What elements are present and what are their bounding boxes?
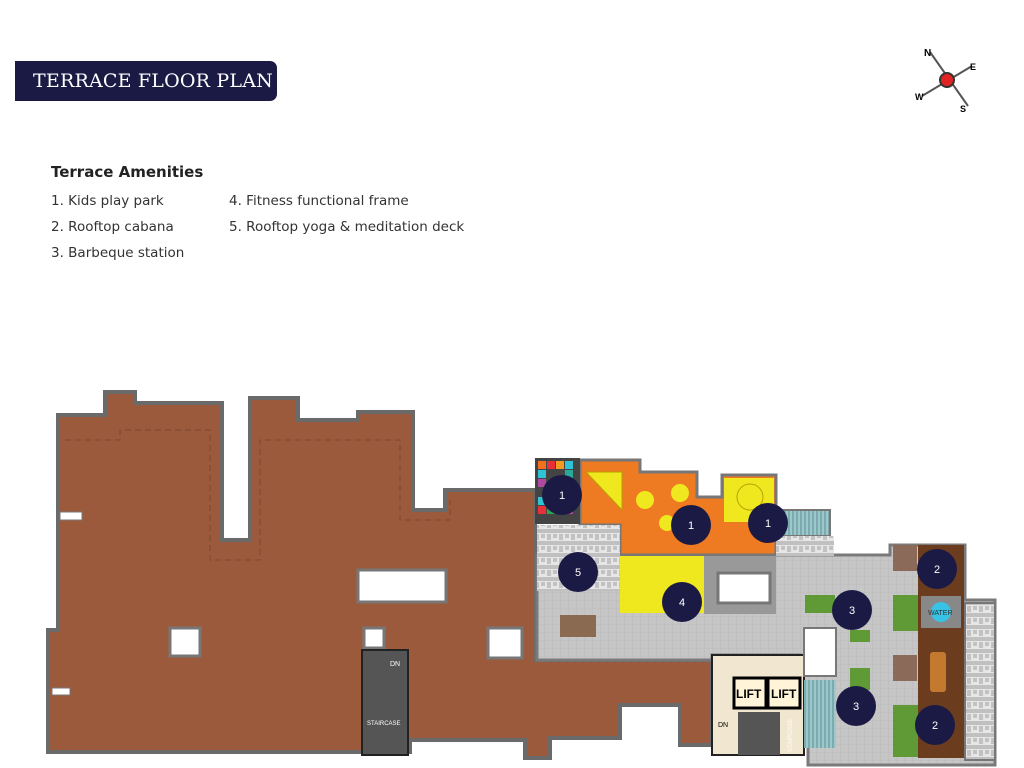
compass-west: W (915, 92, 924, 102)
marker-circle (542, 475, 582, 515)
marker-circle (836, 686, 876, 726)
marker-number: 1 (688, 520, 694, 532)
marker-number: 2 (932, 720, 938, 732)
marker-circle (662, 582, 702, 622)
amenity-marker-1: 1 (542, 475, 582, 515)
marker-number: 1 (765, 518, 771, 530)
marker-number: 1 (559, 490, 565, 502)
amenity-item: 3. Barbeque station (51, 245, 185, 261)
compass-north: N (924, 48, 931, 59)
compass-icon: N E S W (915, 48, 976, 114)
marker-circle (748, 503, 788, 543)
amenity-item: 5. Rooftop yoga & meditation deck (229, 219, 465, 235)
amenity-marker-2: 2 (915, 705, 955, 745)
marker-circle (558, 552, 598, 592)
amenity-marker-2: 2 (917, 549, 957, 589)
amenity-marker-4: 4 (662, 582, 702, 622)
lift-label: LIFT (771, 687, 797, 701)
amenity-item: 4. Fitness functional frame (229, 193, 409, 209)
amenity-marker-3: 3 (832, 590, 872, 630)
marker-number: 4 (679, 597, 685, 609)
marker-circle (915, 705, 955, 745)
amenity-marker-1: 1 (671, 505, 711, 545)
marker-circle (832, 590, 872, 630)
staircase-label: STAIRCASE (367, 721, 401, 727)
marker-number: 3 (849, 605, 855, 617)
dn-label: DN (390, 661, 400, 668)
marker-circle (917, 549, 957, 589)
dn-label: DN (718, 722, 728, 729)
page-title: TERRACE FLOOR PLAN (15, 61, 277, 101)
marker-number: 5 (575, 567, 581, 579)
water-label: WATER (928, 610, 953, 617)
marker-circle (671, 505, 711, 545)
amenity-marker-3: 3 (836, 686, 876, 726)
marker-number: 2 (934, 564, 940, 576)
amenity-item: 1. Kids play park (51, 193, 164, 209)
lift-label: LIFT (736, 687, 762, 701)
amenity-marker-5: 5 (558, 552, 598, 592)
amenity-item: 2. Rooftop cabana (51, 219, 174, 235)
amenities-heading: Terrace Amenities (51, 163, 204, 181)
staircase-label: STAIRCASE (788, 718, 794, 752)
compass-south: S (960, 104, 966, 114)
compass-east: E (970, 62, 976, 72)
marker-number: 3 (853, 701, 859, 713)
amenity-marker-1: 1 (748, 503, 788, 543)
